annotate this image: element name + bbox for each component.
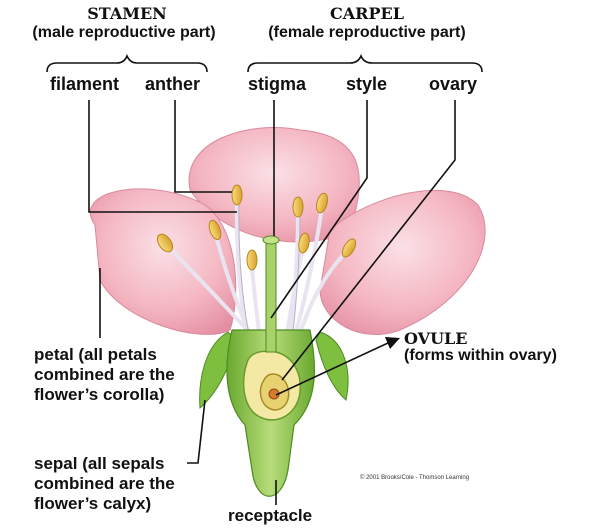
stamen-subtitle: (male reproductive part) [6, 24, 242, 42]
stamen-bracket [47, 56, 207, 72]
stigma-tip [263, 236, 279, 244]
carpel-subtitle: (female reproductive part) [244, 24, 490, 42]
petal-label-line-2: combined are the [34, 365, 224, 385]
carpel-bracket [248, 56, 482, 72]
receptacle-label: receptacle [228, 506, 312, 526]
style-label: style [346, 74, 387, 95]
carpel-title: CARPEL [302, 4, 432, 23]
filament-label: filament [50, 74, 119, 95]
petal-label: petal (all petals combined are the flowe… [34, 345, 224, 405]
ovule-note: (forms within ovary) [404, 347, 557, 365]
copyright-credit: © 2001 Brooks/Cole - Thomson Learning [360, 475, 469, 481]
petal-label-line-3: flower’s corolla) [34, 385, 224, 405]
ovary-label: ovary [429, 74, 477, 95]
petal-label-line-1: petal (all petals [34, 345, 224, 365]
sepal-label-line-3: flower’s calyx) [34, 494, 224, 514]
style [266, 241, 276, 352]
ovule-title: OVULE [404, 329, 467, 348]
sepal-label-line-1: sepal (all sepals [34, 454, 224, 474]
stigma-label: stigma [248, 74, 306, 95]
sepal-label: sepal (all sepals combined are the flowe… [34, 454, 224, 514]
stamen-title: STAMEN [62, 4, 192, 23]
right-sepal [316, 332, 348, 400]
sepal-label-line-2: combined are the [34, 474, 224, 494]
anther-label: anther [145, 74, 200, 95]
